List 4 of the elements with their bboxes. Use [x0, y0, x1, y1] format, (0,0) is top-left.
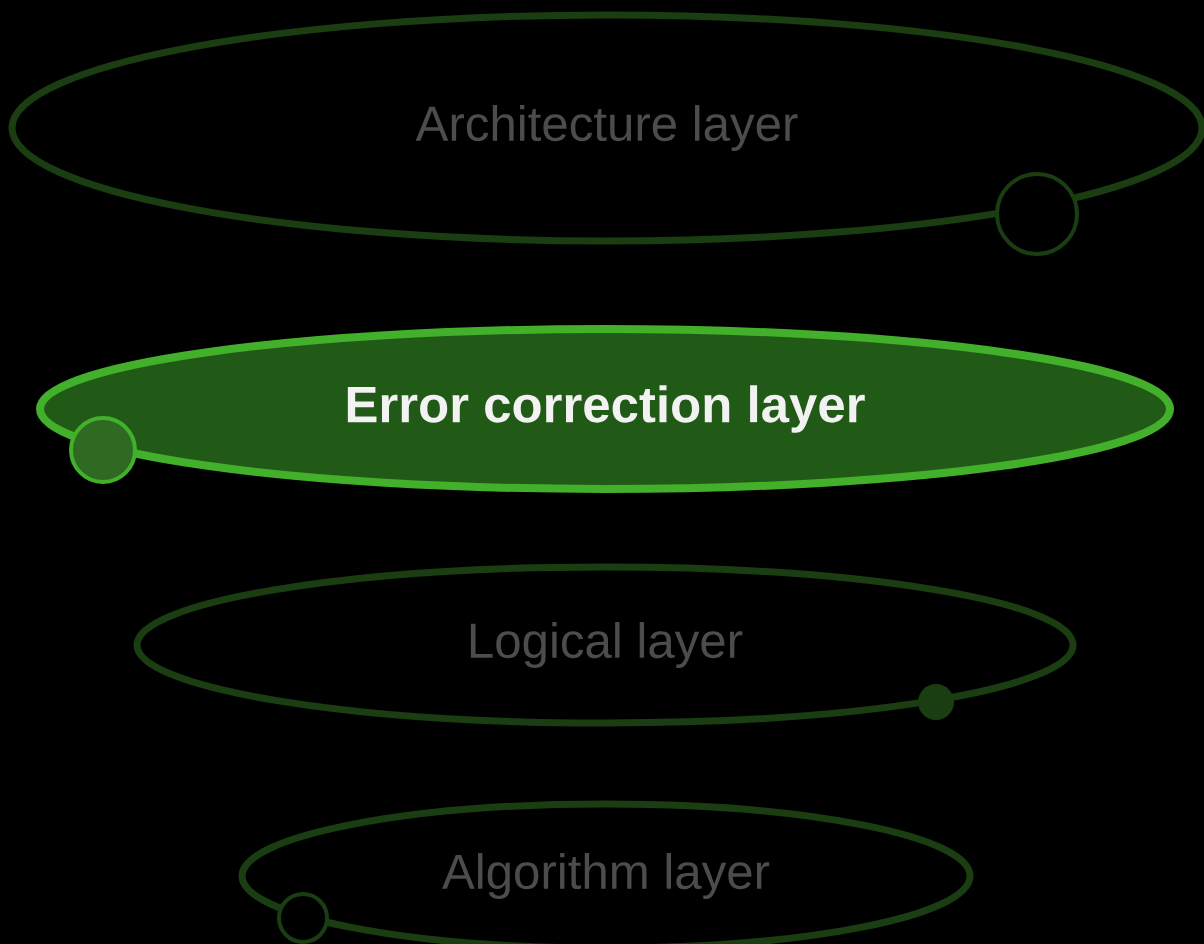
- orbit-dot: [69, 416, 137, 484]
- orbit-dot: [277, 892, 329, 944]
- orbit-dot: [918, 684, 954, 720]
- orbit-dot: [995, 172, 1079, 256]
